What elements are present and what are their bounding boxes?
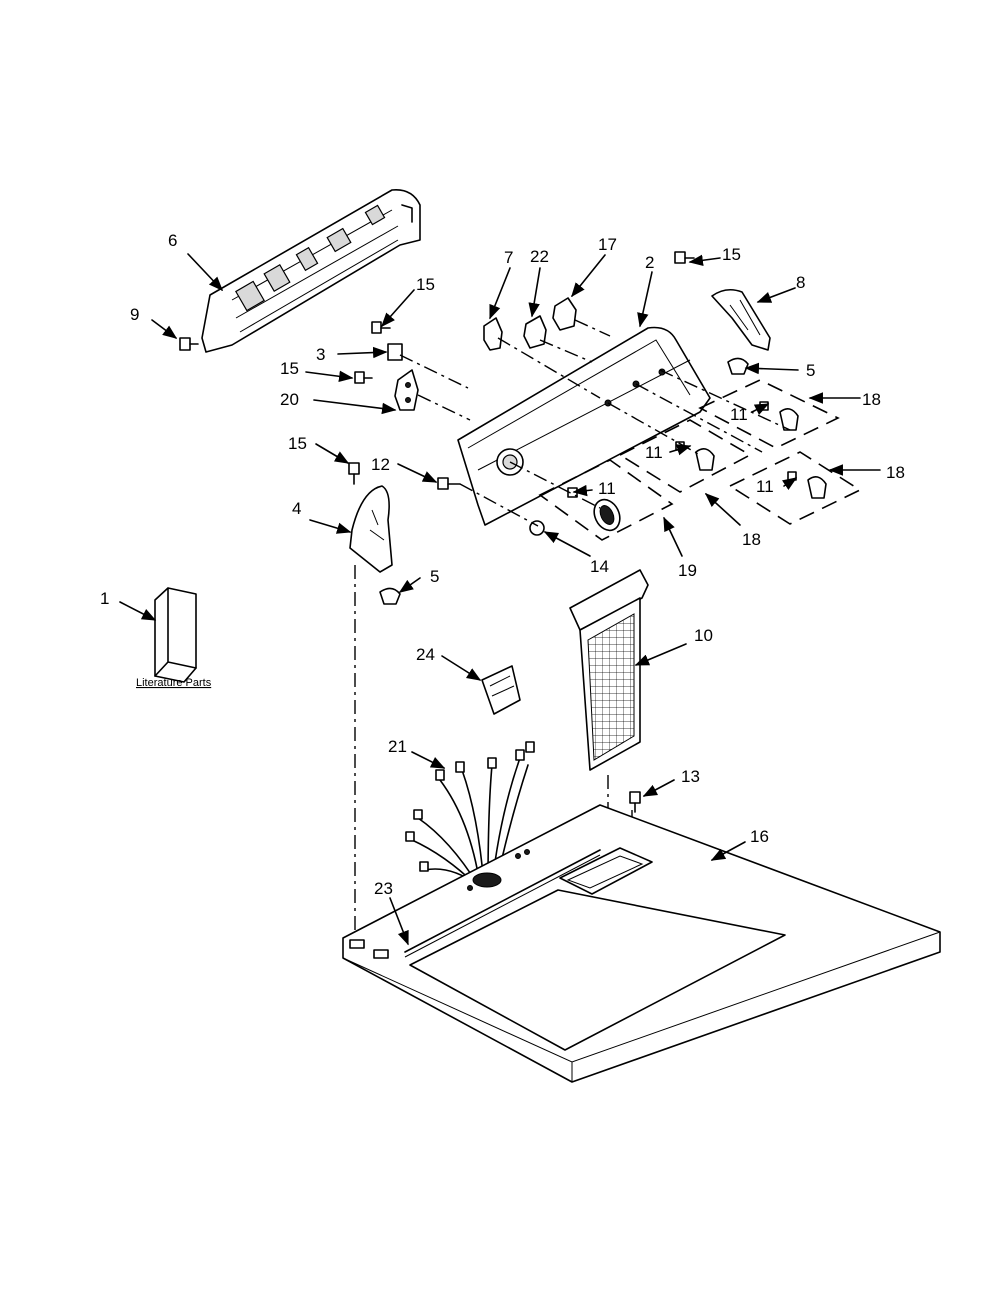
- screw-12: [437, 477, 461, 490]
- button-11-b: [675, 441, 715, 471]
- screw-15-a: [371, 321, 391, 334]
- end-cap-8: [711, 288, 771, 351]
- switch-7: [483, 317, 503, 351]
- literature-booklet: Literature Parts: [136, 587, 212, 689]
- callout-11-a: 11: [730, 405, 748, 424]
- screw-15-c: [348, 462, 360, 485]
- callout-20: 20: [280, 390, 299, 409]
- callout-18-right: 18: [886, 463, 905, 482]
- screw-15-b: [354, 371, 373, 384]
- callout-15-top-right: 15: [722, 245, 741, 264]
- callout-11-d: 11: [598, 479, 616, 498]
- screw-13: [629, 791, 641, 813]
- callout-8: 8: [796, 273, 805, 292]
- lint-filter-10: [569, 569, 649, 771]
- leader-lines: [399, 319, 791, 527]
- button-11-c: [787, 471, 827, 499]
- guide-19: [538, 459, 674, 541]
- module-24: [481, 665, 521, 715]
- guide-18-c: [728, 451, 862, 525]
- knob-19: [593, 498, 621, 532]
- callout-11-b: 11: [645, 443, 663, 462]
- switch-17: [552, 297, 577, 331]
- callout-19: 19: [678, 561, 697, 580]
- console-rear-panel: [201, 188, 421, 353]
- control-panel: [457, 326, 711, 526]
- switch-20: [394, 369, 419, 411]
- clip-5-b: [727, 357, 749, 375]
- screw-9: [179, 337, 199, 351]
- callout-23: 23: [374, 879, 393, 898]
- callout-2: 2: [645, 253, 654, 272]
- callout-12: 12: [371, 455, 390, 474]
- nut-14: [529, 520, 545, 536]
- callout-15-upper: 15: [416, 275, 435, 294]
- clip-3: [387, 343, 403, 361]
- guide-18-b: [618, 419, 752, 493]
- callout-6: 6: [168, 231, 177, 250]
- callout-3: 3: [316, 345, 325, 364]
- callout-24: 24: [416, 645, 435, 664]
- callout-5-right: 5: [806, 361, 815, 380]
- callout-11-c: 11: [756, 477, 774, 496]
- button-11-a: [759, 401, 799, 431]
- callout-1: 1: [100, 589, 109, 608]
- callout-15-lower: 15: [288, 434, 307, 453]
- callout-9: 9: [130, 305, 139, 324]
- wire-harness-21: [405, 741, 535, 886]
- callout-13: 13: [681, 767, 700, 786]
- callout-16: 16: [750, 827, 769, 846]
- switch-22: [523, 315, 547, 349]
- callout-17: 17: [598, 235, 617, 254]
- clip-5-a: [379, 587, 401, 605]
- callout-22: 22: [530, 247, 549, 266]
- callout-15-mid: 15: [280, 359, 299, 378]
- end-cap-4: [349, 485, 393, 573]
- guide-18-a: [698, 379, 840, 449]
- callout-arrows: [119, 253, 881, 946]
- callout-numbers: 6 9 7 22 17 2 15 8 15 3 15 20 15 12 4 5 …: [100, 231, 905, 898]
- callout-14: 14: [590, 557, 609, 576]
- top-panel-16: [342, 804, 941, 1083]
- literature-label: Literature Parts: [136, 677, 212, 689]
- callout-18-top: 18: [862, 390, 881, 409]
- callout-21: 21: [388, 737, 407, 756]
- callout-5-left: 5: [430, 567, 439, 586]
- callout-18-bottom: 18: [742, 530, 761, 549]
- callout-10: 10: [694, 626, 713, 645]
- strip-23: [404, 849, 601, 958]
- callout-7: 7: [504, 248, 513, 267]
- callout-4: 4: [292, 499, 301, 518]
